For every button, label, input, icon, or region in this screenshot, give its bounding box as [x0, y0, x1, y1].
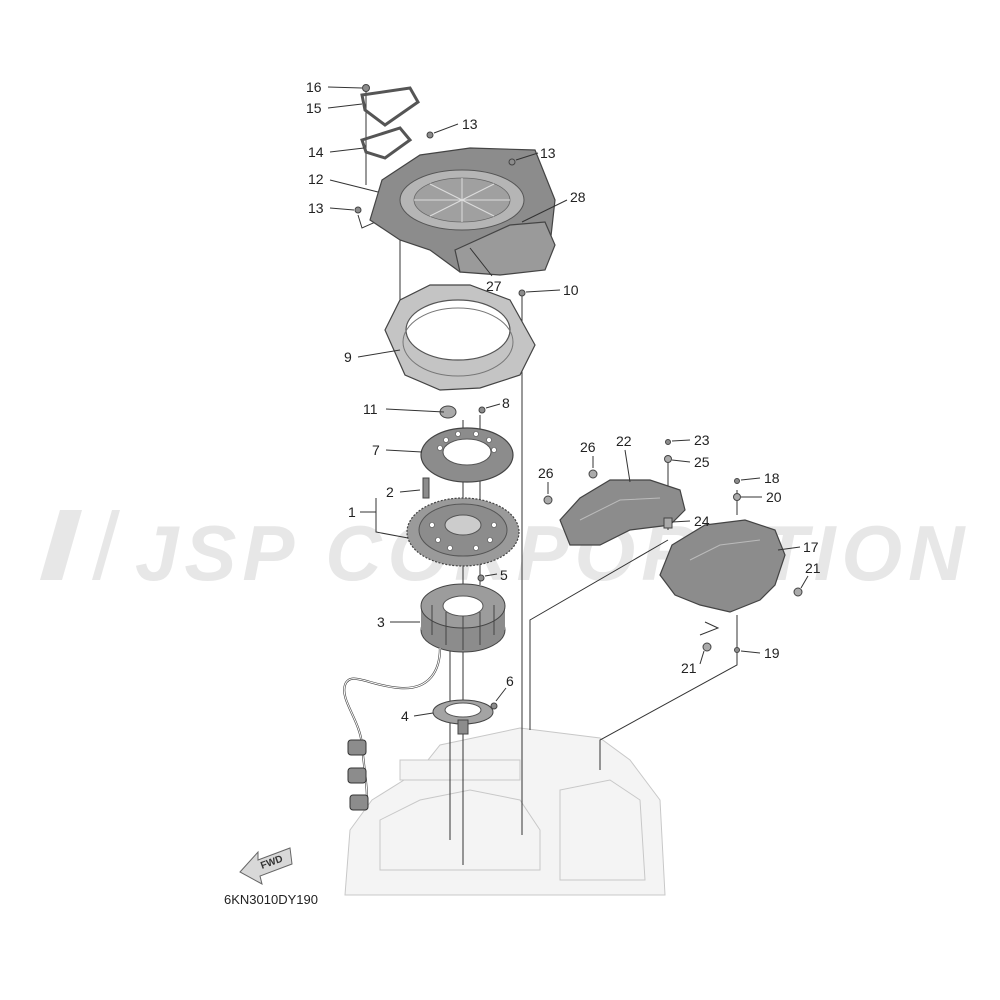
callout-11: 11 — [363, 401, 378, 417]
callout-24: 24 — [694, 513, 710, 529]
callout-13-top: 13 — [462, 116, 478, 132]
part-4-bracket — [432, 699, 494, 735]
callout-13-left: 13 — [308, 200, 324, 216]
callout-15: 15 — [306, 100, 322, 116]
diagram-code: 6KN3010DY190 — [224, 892, 318, 907]
callout-7: 7 — [372, 442, 380, 458]
callout-4: 4 — [401, 708, 409, 724]
callout-19: 19 — [764, 645, 780, 661]
part-8-screw — [478, 406, 486, 414]
part-19-screw — [734, 647, 740, 653]
fwd-arrow-icon: FWD — [239, 847, 293, 885]
grommets-21 — [702, 587, 803, 652]
callout-28: 28 — [570, 189, 586, 205]
part-17-cover — [659, 519, 786, 613]
callout-22: 22 — [616, 433, 632, 449]
watermark-text: JSP CORPORATION — [135, 509, 970, 597]
engine-block — [344, 727, 666, 896]
callout-5: 5 — [500, 567, 508, 583]
callout-17: 17 — [803, 539, 819, 555]
callout-20: 20 — [766, 489, 782, 505]
callout-21-right: 21 — [805, 560, 821, 576]
callout-8: 8 — [502, 395, 510, 411]
watermark: JSP CORPORATION — [40, 509, 970, 597]
callout-6: 6 — [506, 673, 514, 689]
part-23-screw — [665, 439, 671, 445]
part-9-flywheel-cover — [384, 284, 536, 391]
callout-26-top: 26 — [580, 439, 596, 455]
grommets-26 — [543, 469, 598, 505]
callout-1: 1 — [348, 504, 356, 520]
leader-lines — [327, 86, 809, 717]
callout-3: 3 — [377, 614, 385, 630]
callout-26-left: 26 — [538, 465, 554, 481]
stator-wire-harness — [343, 647, 442, 811]
part-14-gasket — [360, 126, 413, 160]
part-22-cover — [559, 479, 686, 546]
part-20-grommet — [733, 493, 741, 501]
callout-10: 10 — [563, 282, 579, 298]
callout-16: 16 — [306, 79, 322, 95]
callout-2: 2 — [386, 484, 394, 500]
part-1-flywheel — [406, 497, 520, 567]
part-25-grommet — [664, 455, 672, 463]
callout-9: 9 — [344, 349, 352, 365]
callout-25: 25 — [694, 454, 710, 470]
part-6-screw — [490, 702, 498, 710]
part-24-collar — [663, 517, 673, 529]
part-3-stator — [420, 583, 506, 653]
part-2-bolt — [422, 477, 430, 499]
part-7-collar — [420, 427, 514, 483]
callout-numbers: 16 15 14 12 13 13 13 28 27 10 9 11 8 7 2… — [306, 79, 821, 724]
callout-23: 23 — [694, 432, 710, 448]
callout-12: 12 — [308, 171, 324, 187]
callout-21-bottom: 21 — [681, 660, 697, 676]
callout-27: 27 — [486, 278, 502, 294]
part-18-screw — [734, 478, 740, 484]
part-5-screw — [477, 574, 485, 582]
part-28-duct — [454, 221, 556, 276]
callout-18: 18 — [764, 470, 780, 486]
callout-13-right: 13 — [540, 145, 556, 161]
callout-14: 14 — [308, 144, 324, 160]
part-10-screw — [518, 289, 526, 297]
part-15-gasket — [360, 86, 420, 127]
screws-13 — [354, 131, 516, 214]
